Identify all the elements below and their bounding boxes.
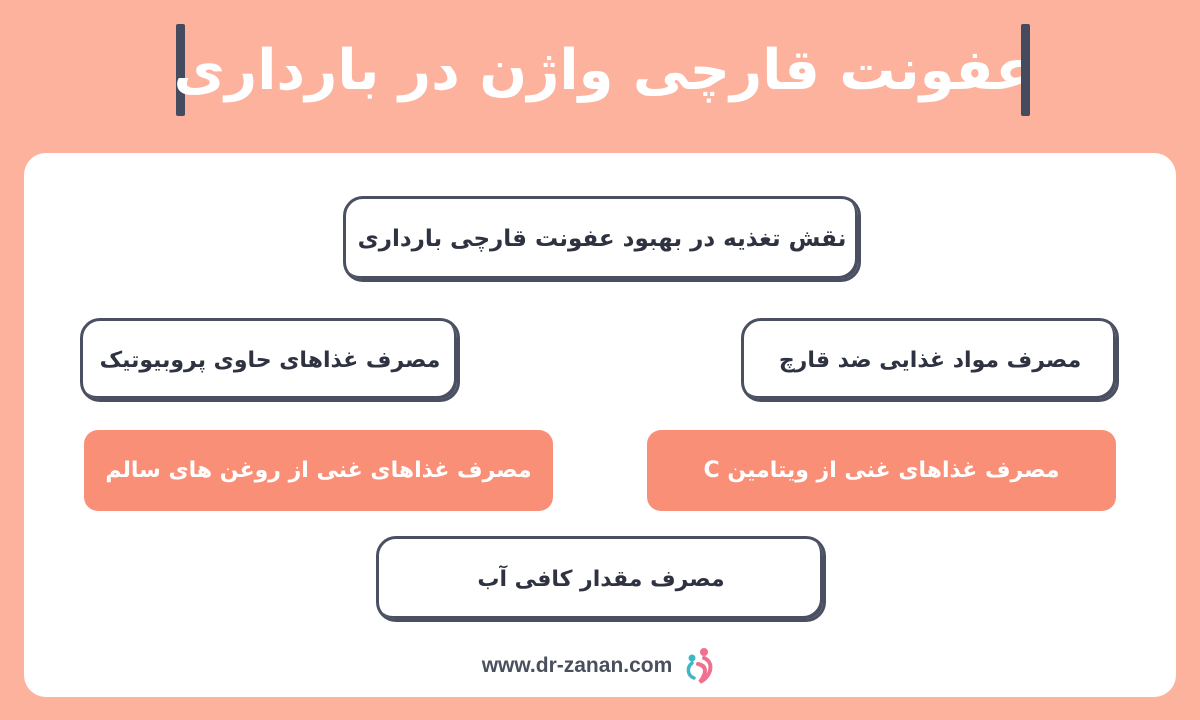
website-url[interactable]: www.dr-zanan.com [481, 654, 673, 677]
page-title: عفونت قارچی واژن در بارداری [173, 37, 1034, 103]
title-right-bar [1021, 24, 1030, 116]
dr-zanan-logo-icon [686, 648, 713, 684]
title-left-bar [176, 24, 185, 116]
healthy-oils-box: مصرف غذاهای غنی از روغن های سالم [84, 430, 553, 511]
probiotic-foods-box: مصرف غذاهای حاوی پروبیوتیک [80, 318, 460, 402]
nutrition-role-box: نقش تغذیه در بهبود عفونت قارچی بارداری [343, 196, 861, 282]
water-intake-box: مصرف مقدار کافی آب [376, 536, 826, 622]
antifungal-foods-box: مصرف مواد غذایی ضد قارچ [741, 318, 1119, 402]
vitamin-c-box: مصرف غذاهای غنی از ویتامین C [647, 430, 1116, 511]
footer: www.dr-zanan.com [24, 644, 1176, 688]
